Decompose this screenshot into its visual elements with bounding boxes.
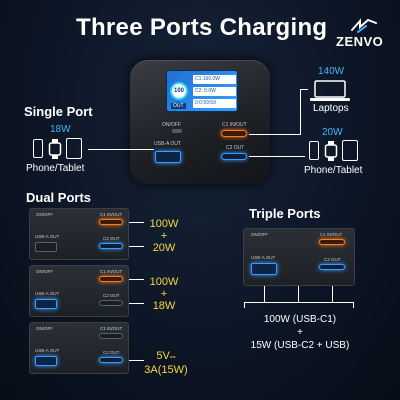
triple-output: 100W (USB-C1) + 15W (USB-C2 + USB) [250, 314, 350, 351]
usb-c2-port [99, 357, 123, 363]
power-button[interactable] [172, 129, 182, 133]
usb-a-port [35, 299, 57, 309]
usb-c1-port [319, 239, 345, 245]
usb-a-port [251, 263, 277, 275]
connector-line [129, 303, 144, 304]
dual-3-output: 5V== 3A(15W) [144, 350, 188, 376]
tablet-icon [66, 138, 82, 159]
usb-a-port [155, 151, 181, 163]
mini-c2-label: C2 OUT [324, 257, 341, 262]
mini-c2-label: C2 OUT [103, 350, 120, 355]
laptop-icon [310, 80, 350, 101]
mini-c1-label: C1 IN/OUT [320, 232, 343, 237]
zenvo-logo-icon [351, 18, 377, 33]
phone-icon [33, 139, 43, 158]
usb-c2-port [319, 264, 345, 270]
single-right-bottom-watt: 20W [322, 127, 343, 138]
mini-c2-label: C2 OUT [103, 293, 120, 298]
mini-c1-label: C1 IN/OUT [100, 326, 123, 331]
triple-panel [243, 228, 355, 286]
page-title: Three Ports Charging [76, 14, 328, 41]
usb-a-port [35, 242, 57, 252]
brand-name: ZENVO [336, 34, 384, 49]
tablet-icon [342, 140, 358, 161]
mini-usba-label: USB-A OUT [35, 348, 60, 353]
usb-c1-port [99, 219, 123, 225]
dual-ports-title: Dual Ports [26, 190, 92, 205]
battery-percent: 100 % [170, 82, 188, 108]
mini-c1-label: C1 IN/OUT [100, 269, 123, 274]
connector-line [300, 89, 308, 90]
phone-icon [309, 141, 319, 160]
c1-label: C1 IN/OUT [222, 122, 247, 128]
connector-line [129, 279, 144, 280]
mini-usba-label: USB-A OUT [35, 291, 60, 296]
connector-line [300, 89, 301, 135]
mini-usba-label: USB-A OUT [251, 255, 276, 260]
screen-row-c1: C1:160.0W [193, 75, 236, 84]
usb-c2-port [221, 153, 247, 160]
mini-c2-label: C2 OUT [103, 236, 120, 241]
mini-c1-label: C1 IN/OUT [100, 212, 123, 217]
usb-c1-port [221, 130, 247, 137]
usb-c1-port [99, 333, 123, 339]
dual-1-output: 100W + 20W [149, 218, 179, 254]
connector-line [332, 286, 333, 302]
single-right-bottom-device: Phone/Tablet [304, 165, 363, 176]
usb-c2-port [99, 243, 123, 249]
connector-line [264, 286, 265, 302]
c2-label: C2 OUT [226, 145, 245, 151]
usb-c1-port [99, 276, 123, 282]
usb-c2-port [99, 300, 123, 306]
connector-line [298, 286, 299, 302]
usba-label: USB-A OUT [154, 141, 181, 147]
connector-line [244, 302, 245, 308]
mini-usba-label: USB-A OUT [35, 234, 60, 239]
mini-on-off-label: ON/OFF [36, 326, 53, 331]
screen-row-c2: C2: 0.0W [193, 87, 236, 96]
mini-on-off-label: ON/OFF [251, 232, 268, 237]
connector-line [129, 222, 144, 223]
connector-line [129, 360, 144, 361]
on-off-label: ON/OFF [162, 122, 181, 128]
watch-icon [324, 141, 338, 161]
screen-out-tag: OUT [171, 103, 186, 109]
screen-row-timer: 0:0:59:59 [193, 99, 236, 108]
connector-line [88, 149, 154, 150]
mini-on-off-label: ON/OFF [36, 269, 53, 274]
connector-line [129, 246, 144, 247]
mini-on-off-label: ON/OFF [36, 212, 53, 217]
connector-line [353, 302, 354, 308]
single-port-title: Single Port [24, 104, 93, 119]
usb-a-port [35, 356, 57, 366]
brand-logo: ZENVO [336, 18, 396, 54]
connector-line [244, 302, 354, 303]
single-left-watt: 18W [50, 124, 71, 135]
single-right-top-watt: 140W [318, 66, 345, 77]
connector-line [249, 156, 305, 157]
connector-line [249, 134, 301, 135]
watch-icon [48, 139, 62, 159]
triple-ports-title: Triple Ports [249, 206, 321, 221]
single-right-top-device: Laptops [313, 103, 349, 114]
dual-2-output: 100W + 18W [149, 276, 179, 312]
single-left-device: Phone/Tablet [26, 163, 85, 174]
